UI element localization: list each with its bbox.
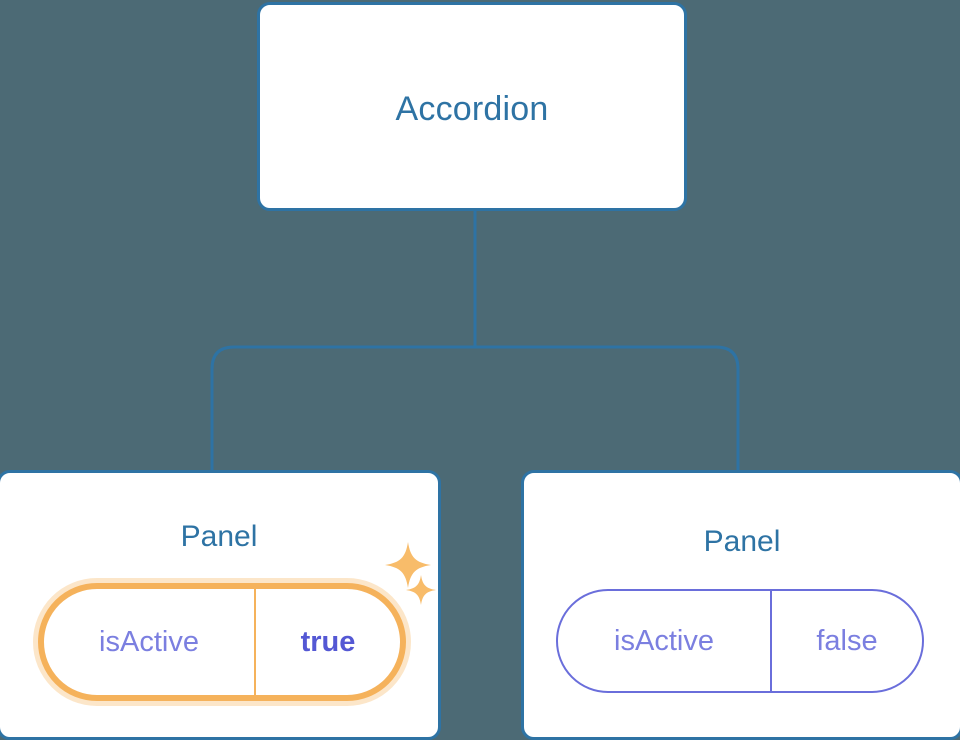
node-title-accordion: Accordion bbox=[395, 90, 549, 128]
prop-value-true: true bbox=[300, 625, 356, 658]
prop-value-false: false bbox=[816, 624, 878, 657]
node-title-panel-inactive: Panel bbox=[703, 525, 781, 558]
prop-pill-isactive-false[interactable]: isActive false bbox=[556, 589, 924, 693]
node-title-panel-active: Panel bbox=[180, 520, 258, 553]
prop-pill-isactive-true[interactable]: isActive true bbox=[38, 583, 406, 701]
prop-key-isactive: isActive bbox=[558, 591, 772, 691]
tree-node-accordion[interactable]: Accordion bbox=[257, 2, 687, 211]
prop-key-isactive: isActive bbox=[44, 589, 256, 695]
